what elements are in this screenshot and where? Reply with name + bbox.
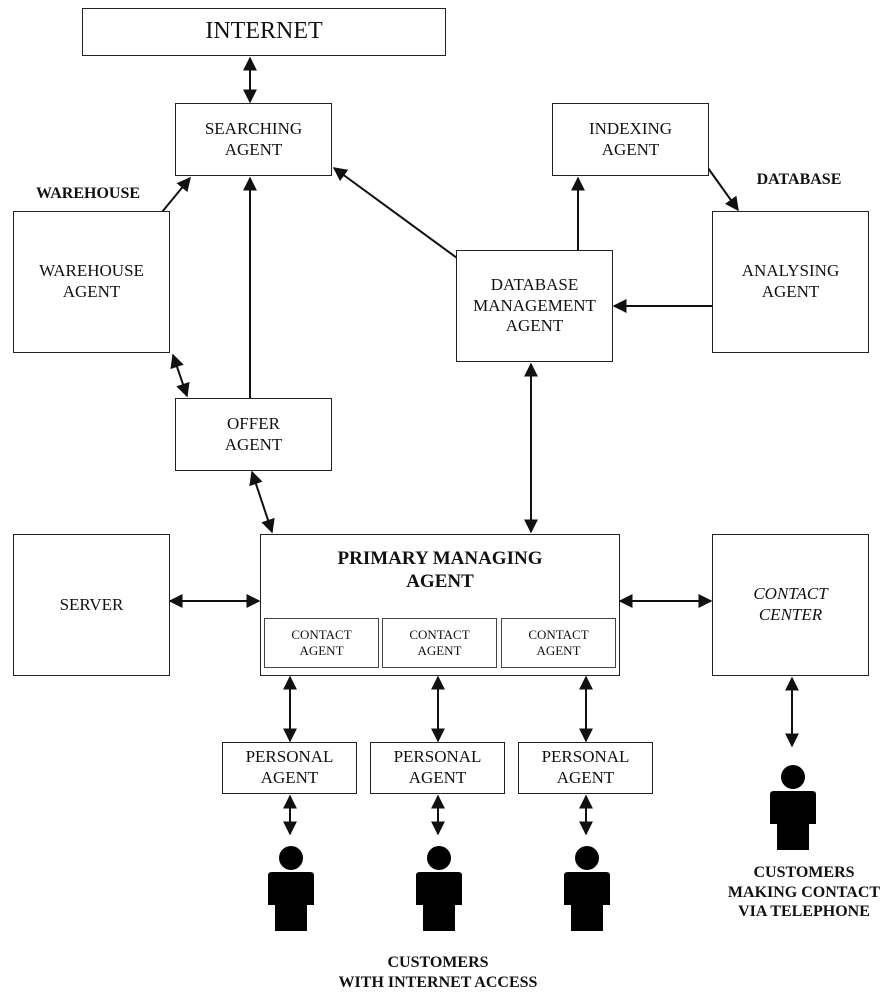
arrow-warehouse-searching bbox=[161, 176, 191, 213]
personal-agent-box-2: PERSONAL AGENT bbox=[370, 742, 505, 794]
arrow-offer-primary bbox=[249, 470, 275, 534]
person-icon bbox=[564, 846, 610, 931]
searching-agent-label: SEARCHING AGENT bbox=[204, 118, 303, 159]
database-management-agent-box: DATABASE MANAGEMENT AGENT bbox=[456, 250, 613, 362]
offer-agent-label: OFFER AGENT bbox=[224, 413, 283, 454]
searching-agent-box: SEARCHING AGENT bbox=[175, 103, 332, 176]
analysing-agent-label: ANALYSING AGENT bbox=[741, 261, 840, 301]
primary-managing-agent-box: PRIMARY MANAGING AGENT CONTACT AGENT CON… bbox=[260, 534, 620, 676]
personal-agent-box-1: PERSONAL AGENT bbox=[222, 742, 357, 794]
arrow-dbmgmt-searching bbox=[332, 167, 458, 259]
arrow-warehouse-offer bbox=[170, 353, 190, 398]
contact-agent-box-2: CONTACT AGENT bbox=[382, 618, 497, 668]
database-management-agent-label: DATABASE MANAGEMENT AGENT bbox=[473, 274, 596, 336]
server-label: SERVER bbox=[59, 594, 124, 614]
contact-agent-label-1: CONTACT AGENT bbox=[291, 627, 352, 658]
contact-center-label: CONTACT CENTER bbox=[753, 584, 828, 624]
warehouse-section-label: WAREHOUSE bbox=[35, 185, 141, 202]
personal-agent-label-1: PERSONAL AGENT bbox=[245, 747, 334, 787]
warehouse-agent-label: WAREHOUSE AGENT bbox=[39, 261, 144, 301]
database-section-label: DATABASE bbox=[756, 171, 842, 188]
person-icon bbox=[770, 765, 816, 850]
contact-agent-box-1: CONTACT AGENT bbox=[264, 618, 379, 668]
person-icon bbox=[268, 846, 314, 931]
personal-agent-label-2: PERSONAL AGENT bbox=[393, 747, 482, 787]
arrow-indexing-analysing bbox=[707, 167, 739, 212]
indexing-agent-box: INDEXING AGENT bbox=[552, 103, 709, 176]
customers-internet-label: CUSTOMERS WITH INTERNET ACCESS bbox=[338, 954, 538, 991]
offer-agent-box: OFFER AGENT bbox=[175, 398, 332, 471]
personal-agent-label-3: PERSONAL AGENT bbox=[541, 747, 630, 787]
contact-agent-label-2: CONTACT AGENT bbox=[409, 627, 470, 658]
primary-managing-agent-label: PRIMARY MANAGING AGENT bbox=[337, 548, 543, 593]
personal-agent-box-3: PERSONAL AGENT bbox=[518, 742, 653, 794]
analysing-agent-box: ANALYSING AGENT bbox=[712, 211, 869, 353]
contact-center-box: CONTACT CENTER bbox=[712, 534, 869, 676]
contact-agent-box-3: CONTACT AGENT bbox=[501, 618, 616, 668]
customers-telephone-label: CUSTOMERS MAKING CONTACT VIA TELEPHONE bbox=[727, 864, 881, 921]
warehouse-agent-box: WAREHOUSE AGENT bbox=[13, 211, 170, 353]
internet-box: INTERNET bbox=[82, 8, 446, 56]
contact-agent-label-3: CONTACT AGENT bbox=[528, 627, 589, 658]
indexing-agent-label: INDEXING AGENT bbox=[588, 118, 673, 159]
person-icon bbox=[416, 846, 462, 931]
internet-label: INTERNET bbox=[205, 18, 323, 45]
server-box: SERVER bbox=[13, 534, 170, 676]
